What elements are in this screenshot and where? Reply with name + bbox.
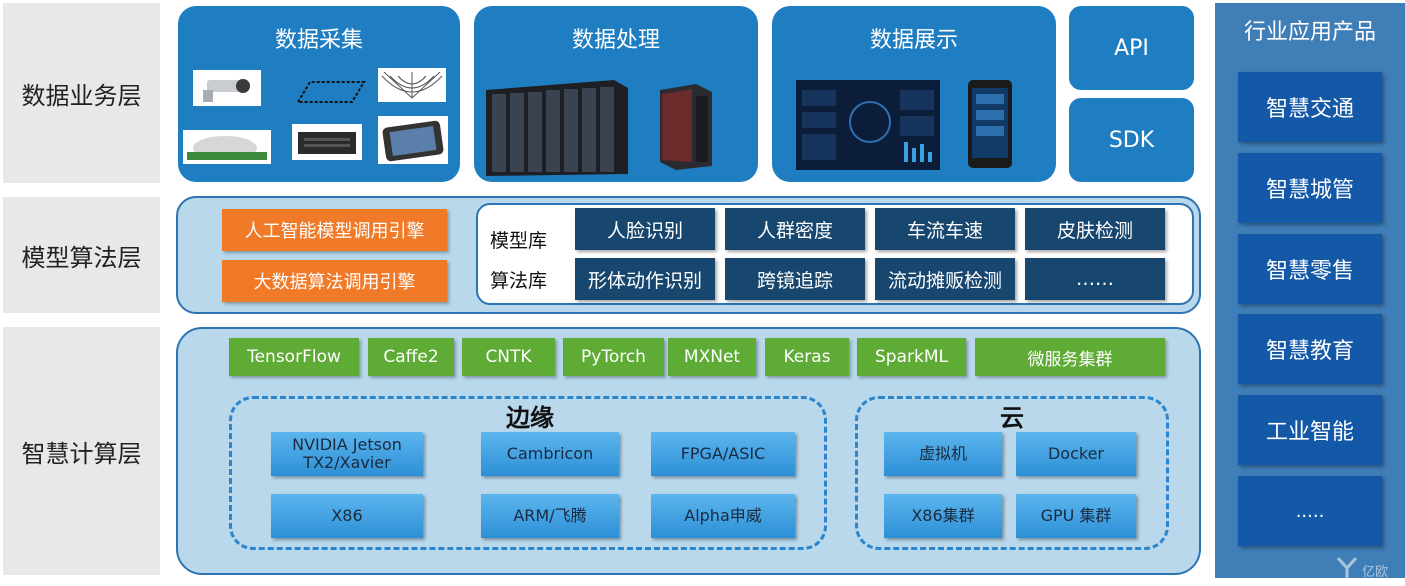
industry-smart-urban-management[interactable]: 智慧城管 [1238,153,1382,223]
edge-item-fpga-asic[interactable]: FPGA/ASIC [651,432,795,476]
radar-image [378,68,446,102]
industry-title: 行业应用产品 [1243,20,1376,45]
framework-pytorch[interactable]: PyTorch [563,338,664,376]
cloud-group [855,396,1169,550]
edge-group [229,396,827,550]
data-processing-panel: 数据处理 [474,6,758,182]
model-library-label: 模型库 [490,230,548,252]
data-collection-panel: 数据采集 [178,6,460,182]
algo-item-body-action[interactable]: 形体动作识别 [575,258,715,300]
model-item-skin-detection[interactable]: 皮肤检测 [1025,208,1165,250]
sensor-line-image [286,78,366,106]
edge-box-image [292,124,362,160]
tablet-image [378,116,448,164]
data-display-title: 数据展示 [869,28,958,53]
sdk-label: SDK [1108,127,1155,153]
algo-library-label: 算法库 [490,270,548,292]
edge-item-x86[interactable]: X86 [271,494,423,538]
layer-label-model: 模型算法层 [3,197,160,313]
industry-more[interactable]: ..... [1238,476,1382,546]
edge-item-alpha-shenwei[interactable]: Alpha申威 [651,494,795,538]
industry-smart-traffic[interactable]: 智慧交通 [1238,72,1382,142]
framework-tensorflow[interactable]: TensorFlow [229,338,359,376]
algo-item-more[interactable]: …… [1025,258,1165,300]
api-box[interactable]: API [1069,6,1194,90]
framework-keras[interactable]: Keras [765,338,849,376]
framework-mxnet[interactable]: MXNet [668,338,756,376]
framework-cntk[interactable]: CNTK [462,338,555,376]
model-item-traffic-speed[interactable]: 车流车速 [875,208,1015,250]
model-item-crowd-density[interactable]: 人群密度 [725,208,865,250]
cloud-item-vm[interactable]: 虚拟机 [884,432,1002,476]
industry-smart-education[interactable]: 智慧教育 [1238,314,1382,384]
industry-smart-retail[interactable]: 智慧零售 [1238,234,1382,304]
dashboard-screen-image [796,80,940,170]
data-collection-title: 数据采集 [274,28,363,53]
layer-label-compute: 智慧计算层 [3,327,160,575]
edge-item-nvidia-jetson[interactable]: NVIDIA Jetson TX2/Xavier [271,432,423,476]
cloud-item-x86-cluster[interactable]: X86集群 [884,494,1002,538]
workstation-image [656,80,716,172]
watermark-icon [1336,556,1358,578]
data-processing-title: 数据处理 [571,28,660,53]
edge-item-cambricon[interactable]: Cambricon [481,432,619,476]
smoke-detector-image [183,130,271,164]
mobile-phone-image [966,78,1014,170]
algo-item-street-vendor-detection[interactable]: 流动摊贩检测 [875,258,1015,300]
edge-item-arm-feiteng[interactable]: ARM/飞腾 [481,494,619,538]
data-display-panel: 数据展示 [772,6,1056,182]
industry-industrial-intelligence[interactable]: 工业智能 [1238,395,1382,465]
model-item-face-recognition[interactable]: 人脸识别 [575,208,715,250]
cloud-title: 云 [1000,404,1024,432]
sdk-box[interactable]: SDK [1069,98,1194,182]
watermark-text: 亿欧 [1362,565,1389,580]
cloud-item-docker[interactable]: Docker [1016,432,1136,476]
microservice-cluster[interactable]: 微服务集群 [975,338,1165,376]
layer-label-business: 数据业务层 [3,3,160,183]
framework-sparkml[interactable]: SparkML [857,338,966,376]
server-rack-image [482,78,632,178]
api-label: API [1114,35,1149,61]
watermark-logo: 亿欧 [1336,548,1396,580]
camera-image [193,70,261,106]
cloud-item-gpu-cluster[interactable]: GPU 集群 [1016,494,1136,538]
framework-caffe2[interactable]: Caffe2 [368,338,454,376]
ai-model-engine[interactable]: 人工智能模型调用引擎 [222,209,447,251]
edge-title: 边缘 [506,404,554,432]
bigdata-algo-engine[interactable]: 大数据算法调用引擎 [222,260,447,302]
algo-item-cross-camera-tracking[interactable]: 跨镜追踪 [725,258,865,300]
